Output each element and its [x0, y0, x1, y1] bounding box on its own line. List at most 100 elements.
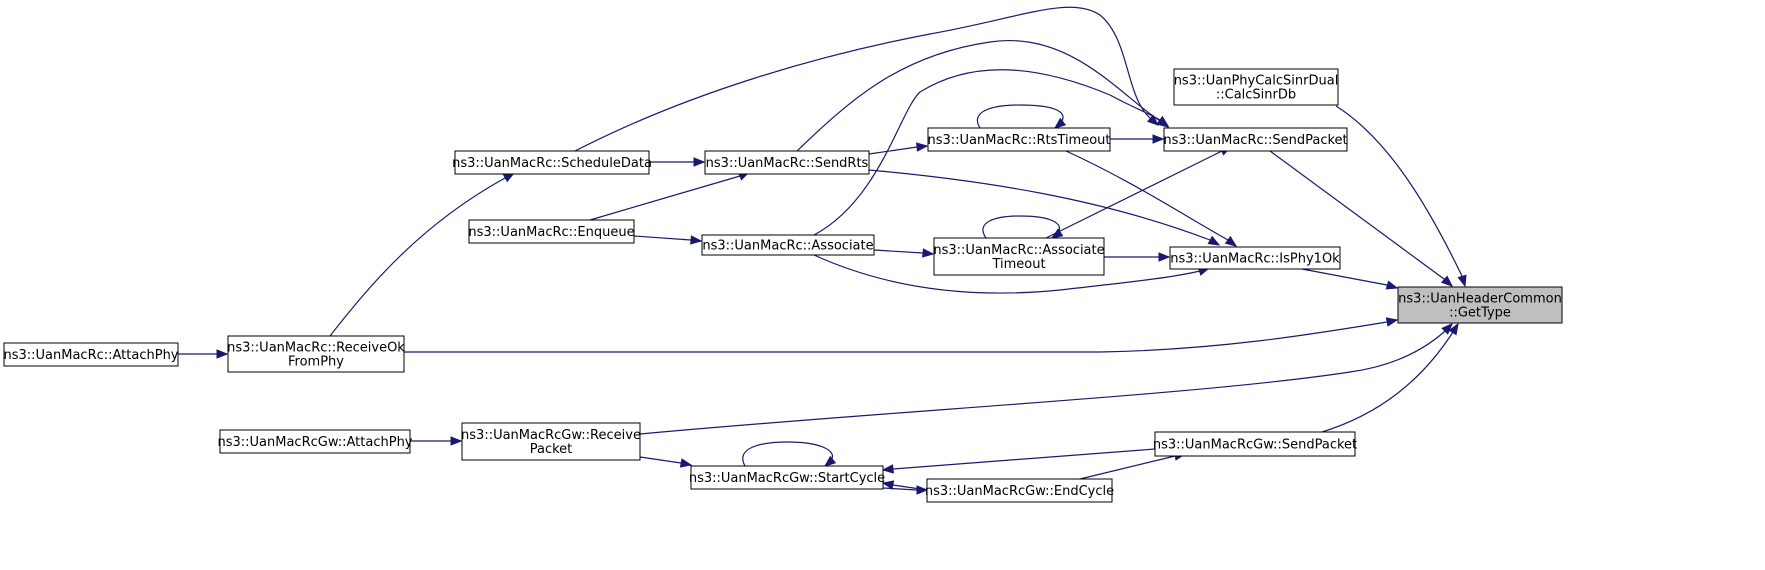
edge-macAttachPhy-to-receiveOk [178, 349, 229, 359]
node-box [1154, 431, 1356, 457]
node-box [1163, 127, 1348, 152]
edge-arrowhead [216, 349, 229, 359]
edge-arrowhead [1207, 235, 1221, 246]
edge-associate-to-associateTimeout [873, 248, 935, 258]
node-label: ns3::UanMacRcGw::EndCycle [925, 484, 1114, 499]
node-box [1173, 68, 1339, 106]
node-box [1397, 286, 1563, 324]
edge-gwEndCycle-to-gwStartCycle [881, 480, 928, 491]
node-isPhy1Ok[interactable]: ns3::UanMacRc::IsPhy1Ok [1169, 246, 1341, 270]
node-label: ::GetType [1449, 306, 1511, 321]
node-box [926, 478, 1113, 503]
edge-associateTimeout-to-macSendPacket [1045, 146, 1233, 239]
node-label: ns3::UanMacRc::Associate [702, 239, 873, 254]
edge-arrowhead [1053, 117, 1067, 129]
edge-gwReceive-to-gwStartCycle [639, 456, 693, 468]
edge-associateTimeout-to-isPhy1Ok [1104, 252, 1171, 262]
edge-arrowhead [1441, 323, 1453, 335]
edge-line [742, 441, 833, 467]
edge-arrowhead [1156, 115, 1170, 127]
node-label: ns3::UanPhyCalcSinrDual [1174, 74, 1339, 89]
edge-arrowhead [1146, 114, 1160, 126]
node-gwSendPacket[interactable]: ns3::UanMacRcGw::SendPacket [1153, 431, 1357, 457]
edge-line [868, 169, 1220, 246]
node-box [227, 335, 405, 373]
node-label: ns3::UanMacRc::SendRts [706, 156, 869, 171]
edge-sendRts-to-isPhy1Ok [868, 169, 1221, 246]
node-scheduleData[interactable]: ns3::UanMacRc::ScheduleData [452, 150, 652, 175]
node-label: ns3::UanMacRc::SendPacket [1163, 133, 1347, 148]
node-getType: ns3::UanHeaderCommon::GetType [1397, 286, 1563, 324]
node-label: ns3::UanMacRc::AttachPhy [3, 348, 178, 363]
edge-arrowhead [679, 458, 693, 468]
node-box [704, 150, 870, 175]
node-layer: ns3::UanHeaderCommon::GetType ns3::UanPhy… [3, 68, 1563, 503]
edge-line [574, 6, 1159, 152]
node-label: ns3::UanMacRc::RtsTimeout [927, 133, 1110, 148]
node-label: ns3::UanMacRcGw::SendPacket [1153, 438, 1357, 453]
edge-arrowhead [1152, 134, 1165, 144]
edge-scheduleData-to-sendRts [649, 157, 706, 167]
edge-line [1321, 323, 1459, 433]
node-box [1169, 246, 1341, 270]
edge-gwReceive-to-getType [639, 323, 1453, 435]
edge-line [813, 254, 1210, 294]
node-associate[interactable]: ns3::UanMacRc::Associate [701, 234, 875, 256]
edge-line [1079, 453, 1186, 480]
node-box [468, 219, 635, 244]
node-gwEndCycle[interactable]: ns3::UanMacRcGw::EndCycle [925, 478, 1114, 503]
edge-arrowhead [881, 464, 894, 474]
node-label: Packet [530, 442, 573, 457]
node-label: ns3::UanMacRcGw::Receive [461, 428, 641, 443]
edge-rtsTimeout-to-macSendPacket [1110, 134, 1165, 144]
edge-arrowhead [1158, 252, 1171, 262]
edge-rtsTimeout-to-rtsTimeout [976, 104, 1067, 129]
node-gwAttachPhy[interactable]: ns3::UanMacRcGw::AttachPhy [217, 429, 413, 454]
edge-gwSendPacket-to-getType [1321, 322, 1459, 433]
edge-calcSinrDb-to-getType [1335, 105, 1467, 288]
node-label: Timeout [991, 257, 1045, 272]
edge-line [982, 215, 1061, 239]
node-enqueue[interactable]: ns3::UanMacRc::Enqueue [468, 219, 635, 244]
node-sendRts[interactable]: ns3::UanMacRc::SendRts [704, 150, 870, 175]
edge-arrowhead [1224, 235, 1238, 247]
edge-gwSendPacket-to-gwStartCycle [881, 448, 1156, 474]
edge-line [1045, 146, 1232, 239]
edge-associate-to-macSendPacket [813, 69, 1170, 236]
node-box [454, 150, 650, 175]
edge-sendRts-to-rtsTimeout [868, 142, 929, 155]
node-rtsTimeout[interactable]: ns3::UanMacRc::RtsTimeout [927, 127, 1111, 152]
node-label: ns3::UanMacRc::ReceiveOk [227, 341, 405, 356]
node-macSendPacket[interactable]: ns3::UanMacRc::SendPacket [1163, 127, 1348, 152]
edge-line [813, 69, 1169, 236]
edge-line [589, 171, 750, 221]
edge-arrowhead [693, 157, 706, 167]
edge-isPhy1Ok-to-getType [1301, 268, 1399, 290]
edge-rtsTimeout-to-isPhy1Ok [1065, 150, 1238, 247]
edge-gwStartCycle-to-gwEndCycle [882, 485, 929, 495]
edge-arrowhead [881, 480, 895, 490]
edge-receiveOk-to-getType [404, 317, 1399, 353]
edge-arrowhead [690, 235, 703, 245]
edge-receiveOk-to-scheduleData [329, 172, 516, 337]
edge-line [1335, 105, 1466, 287]
node-label: ns3::UanMacRc::ScheduleData [452, 156, 652, 171]
edge-line [882, 448, 1156, 471]
edge-line [639, 323, 1453, 435]
node-label: ns3::UanMacRc::IsPhy1Ok [1170, 252, 1340, 267]
node-label: ::CalcSinrDb [1216, 88, 1296, 103]
node-calcSinrDb[interactable]: ns3::UanPhyCalcSinrDual::CalcSinrDb [1173, 68, 1339, 106]
edge-scheduleData-to-macSendPacket [574, 6, 1160, 152]
edge-line [796, 39, 1169, 152]
node-macAttachPhy[interactable]: ns3::UanMacRc::AttachPhy [3, 342, 179, 367]
node-label: ns3::UanMacRcGw::StartCycle [689, 471, 885, 486]
edge-arrowhead [916, 485, 929, 495]
edge-enqueue-to-associate [633, 235, 703, 245]
node-box [690, 465, 884, 490]
edge-gwStartCycle-to-gwStartCycle [742, 441, 837, 467]
node-box [219, 429, 411, 454]
node-gwStartCycle[interactable]: ns3::UanMacRcGw::StartCycle [689, 465, 885, 490]
